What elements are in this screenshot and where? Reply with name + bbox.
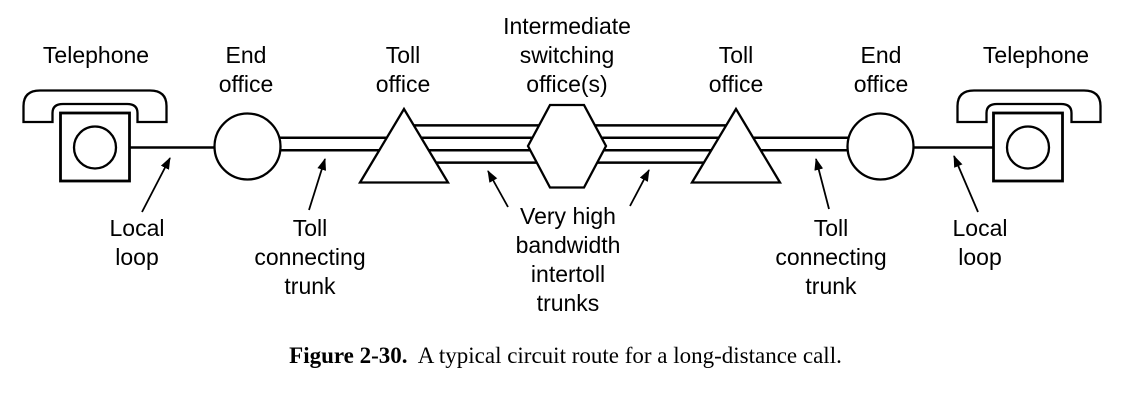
label-telephone-right: Telephone bbox=[982, 42, 1090, 68]
intertoll-arrow-right bbox=[629, 169, 650, 207]
phone-dial bbox=[1005, 125, 1051, 170]
local-loop-arrow-left bbox=[141, 157, 171, 213]
intertoll-arrow-left bbox=[487, 170, 509, 208]
label-end-office-left: End office bbox=[218, 42, 274, 97]
telephone-icon-left bbox=[22, 89, 168, 183]
label-toll-office-right: Toll office bbox=[708, 42, 764, 97]
figure-caption-text: A typical circuit route for a long-dista… bbox=[407, 343, 842, 368]
toll-trunk-arrow-left bbox=[308, 158, 327, 211]
label-intermediate-switching: Intermediate switching office(s) bbox=[503, 13, 631, 97]
handset-icon bbox=[22, 89, 168, 124]
local-loop-arrow-right bbox=[953, 155, 979, 213]
label-end-office-right: End office bbox=[853, 42, 909, 97]
label-intertoll-trunks: Very high bandwidth intertoll trunks bbox=[515, 203, 621, 316]
phone-dial bbox=[72, 125, 118, 170]
label-local-loop-right: Local loop bbox=[952, 215, 1008, 270]
figure-caption: Figure 2-30. A typical circuit route for… bbox=[0, 341, 1131, 370]
label-toll-office-left: Toll office bbox=[375, 42, 431, 97]
toll-office-node-right bbox=[689, 106, 783, 184]
telephone-icon-right bbox=[956, 89, 1102, 183]
label-toll-trunk-left: Toll connecting trunk bbox=[254, 215, 366, 299]
figure-number: Figure 2-30. bbox=[289, 343, 408, 368]
toll-office-node-left bbox=[357, 106, 451, 184]
label-toll-trunk-right: Toll connecting trunk bbox=[775, 215, 887, 299]
intermediate-switching-node bbox=[526, 103, 608, 189]
end-office-node-right bbox=[846, 112, 915, 181]
toll-trunk-arrow-right bbox=[814, 158, 830, 210]
end-office-node-left bbox=[213, 112, 282, 181]
label-telephone-left: Telephone bbox=[42, 42, 150, 68]
label-local-loop-left: Local loop bbox=[109, 215, 165, 270]
handset-icon bbox=[956, 89, 1102, 124]
